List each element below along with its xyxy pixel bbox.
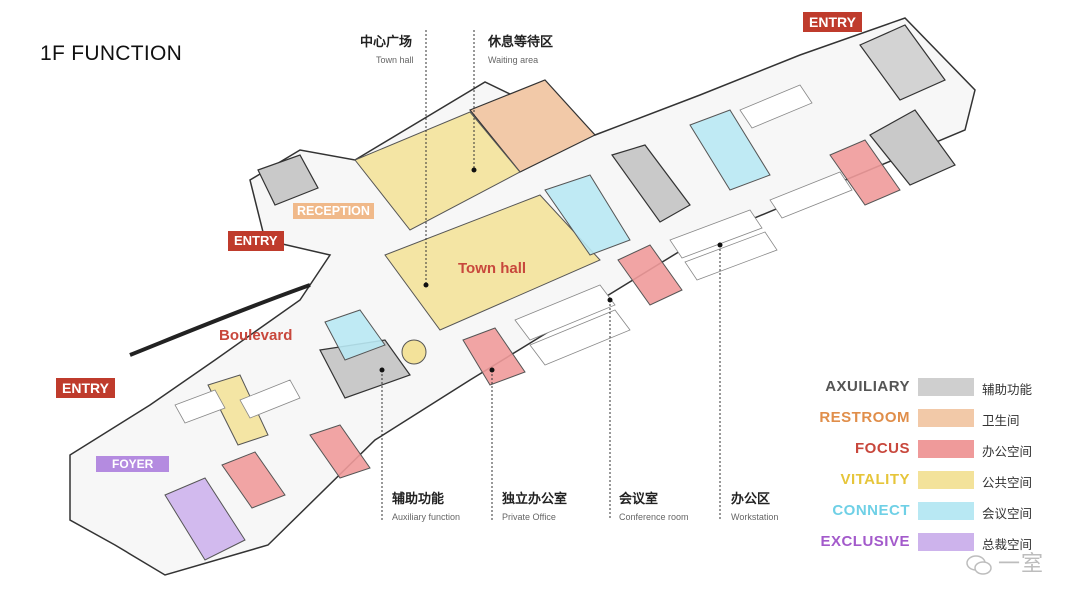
connect-zone	[544, 174, 631, 256]
legend-row-restroom: RESTROOM 卫生间	[810, 407, 1040, 429]
vitality-zone	[384, 194, 601, 331]
connect-zones	[324, 109, 771, 361]
callout-zh: 辅助功能	[392, 492, 445, 507]
legend-swatch	[918, 471, 974, 489]
callout-town-hall: 中心广场 Town hall	[360, 31, 414, 65]
connect-zone	[689, 109, 771, 191]
legend-name: EXCLUSIVE	[820, 533, 910, 550]
legend-row-vitality: VITALITY 公共空间	[810, 469, 1040, 491]
legend-swatch	[918, 378, 974, 396]
entry-tag-top: ENTRY	[803, 12, 862, 32]
legend-row-connect: CONNECT 会议空间	[810, 500, 1040, 522]
town-hall-label: Town hall	[458, 260, 527, 277]
callout-en: Waiting area	[488, 55, 539, 65]
watermark-text: 一室	[997, 552, 1044, 577]
callout-zh: 中心广场	[360, 35, 413, 50]
vitality-zone	[207, 374, 269, 446]
legend-swatch	[918, 533, 974, 551]
callout-en: Private Office	[502, 512, 556, 522]
legend-swatch	[918, 409, 974, 427]
reception-label: RECEPTION	[293, 203, 374, 219]
legend-zh: 办公空间	[982, 444, 1033, 459]
legend-zh: 总裁空间	[982, 537, 1033, 552]
callout-en: Auxiliary function	[392, 512, 461, 522]
leader-dots	[379, 167, 723, 373]
legend-zh: 卫生间	[982, 413, 1020, 428]
auxiliary-zone	[859, 24, 946, 101]
boulevard-curve	[129, 283, 311, 357]
focus-zone	[617, 244, 683, 306]
focus-zone	[221, 451, 286, 509]
legend-row-exclusive: EXCLUSIVE 总裁空间	[810, 531, 1040, 553]
auxiliary-zone	[869, 109, 956, 186]
legend-name: RESTROOM	[819, 409, 910, 426]
auxiliary-zone	[611, 144, 691, 223]
page-title: 1F FUNCTION	[40, 42, 183, 65]
callout-conference-room: 会议室 Conference room	[619, 488, 689, 522]
callout-en: Town hall	[376, 55, 414, 65]
legend-swatch	[918, 440, 974, 458]
focus-zones	[221, 139, 901, 509]
exclusive-zone	[164, 477, 246, 561]
boulevard-label: Boulevard	[219, 327, 293, 344]
focus-zone	[829, 139, 901, 206]
legend-row-focus: FOCUS 办公空间	[810, 438, 1040, 460]
entry-tag-left: ENTRY	[56, 378, 115, 398]
legend-zh: 辅助功能	[982, 382, 1033, 397]
focus-zone	[462, 327, 526, 386]
legend-swatch	[918, 502, 974, 520]
legend-name: CONNECT	[832, 502, 910, 519]
callout-en: Conference room	[619, 512, 689, 522]
workstation-desks	[174, 84, 853, 424]
legend-row-auxiliary: AXUILIARY 辅助功能	[810, 376, 1040, 398]
callout-auxiliary-function: 辅助功能 Auxiliary function	[392, 488, 460, 522]
vitality-zone	[354, 111, 521, 231]
entry-tag-middle: ENTRY	[228, 231, 284, 251]
vitality-zones	[207, 111, 601, 446]
legend-zh: 公共空间	[982, 475, 1033, 490]
foyer-label: FOYER	[96, 456, 170, 472]
legend-name: FOCUS	[855, 440, 910, 457]
callout-zh: 会议室	[619, 492, 659, 507]
callout-en: Workstation	[731, 512, 779, 522]
legend-name: VITALITY	[840, 471, 910, 488]
leader-lines	[381, 30, 721, 520]
auxiliary-zone	[257, 154, 319, 206]
connect-zone	[324, 309, 386, 361]
legend-zh: 会议空间	[982, 506, 1033, 521]
callout-waiting-area: 休息等待区 Waiting area	[488, 31, 553, 65]
callout-workstation: 办公区 Workstation	[731, 488, 778, 522]
callout-zh: 休息等待区	[488, 35, 554, 50]
callout-zh: 独立办公室	[502, 492, 568, 507]
focus-zone	[309, 424, 371, 479]
vitality-zone	[401, 339, 427, 365]
callout-zh: 办公区	[731, 492, 771, 507]
callout-private-office: 独立办公室 Private Office	[502, 488, 567, 522]
exclusive-zones	[164, 477, 246, 561]
legend-name: AXUILIARY	[825, 378, 910, 395]
wechat-icon	[966, 555, 992, 575]
